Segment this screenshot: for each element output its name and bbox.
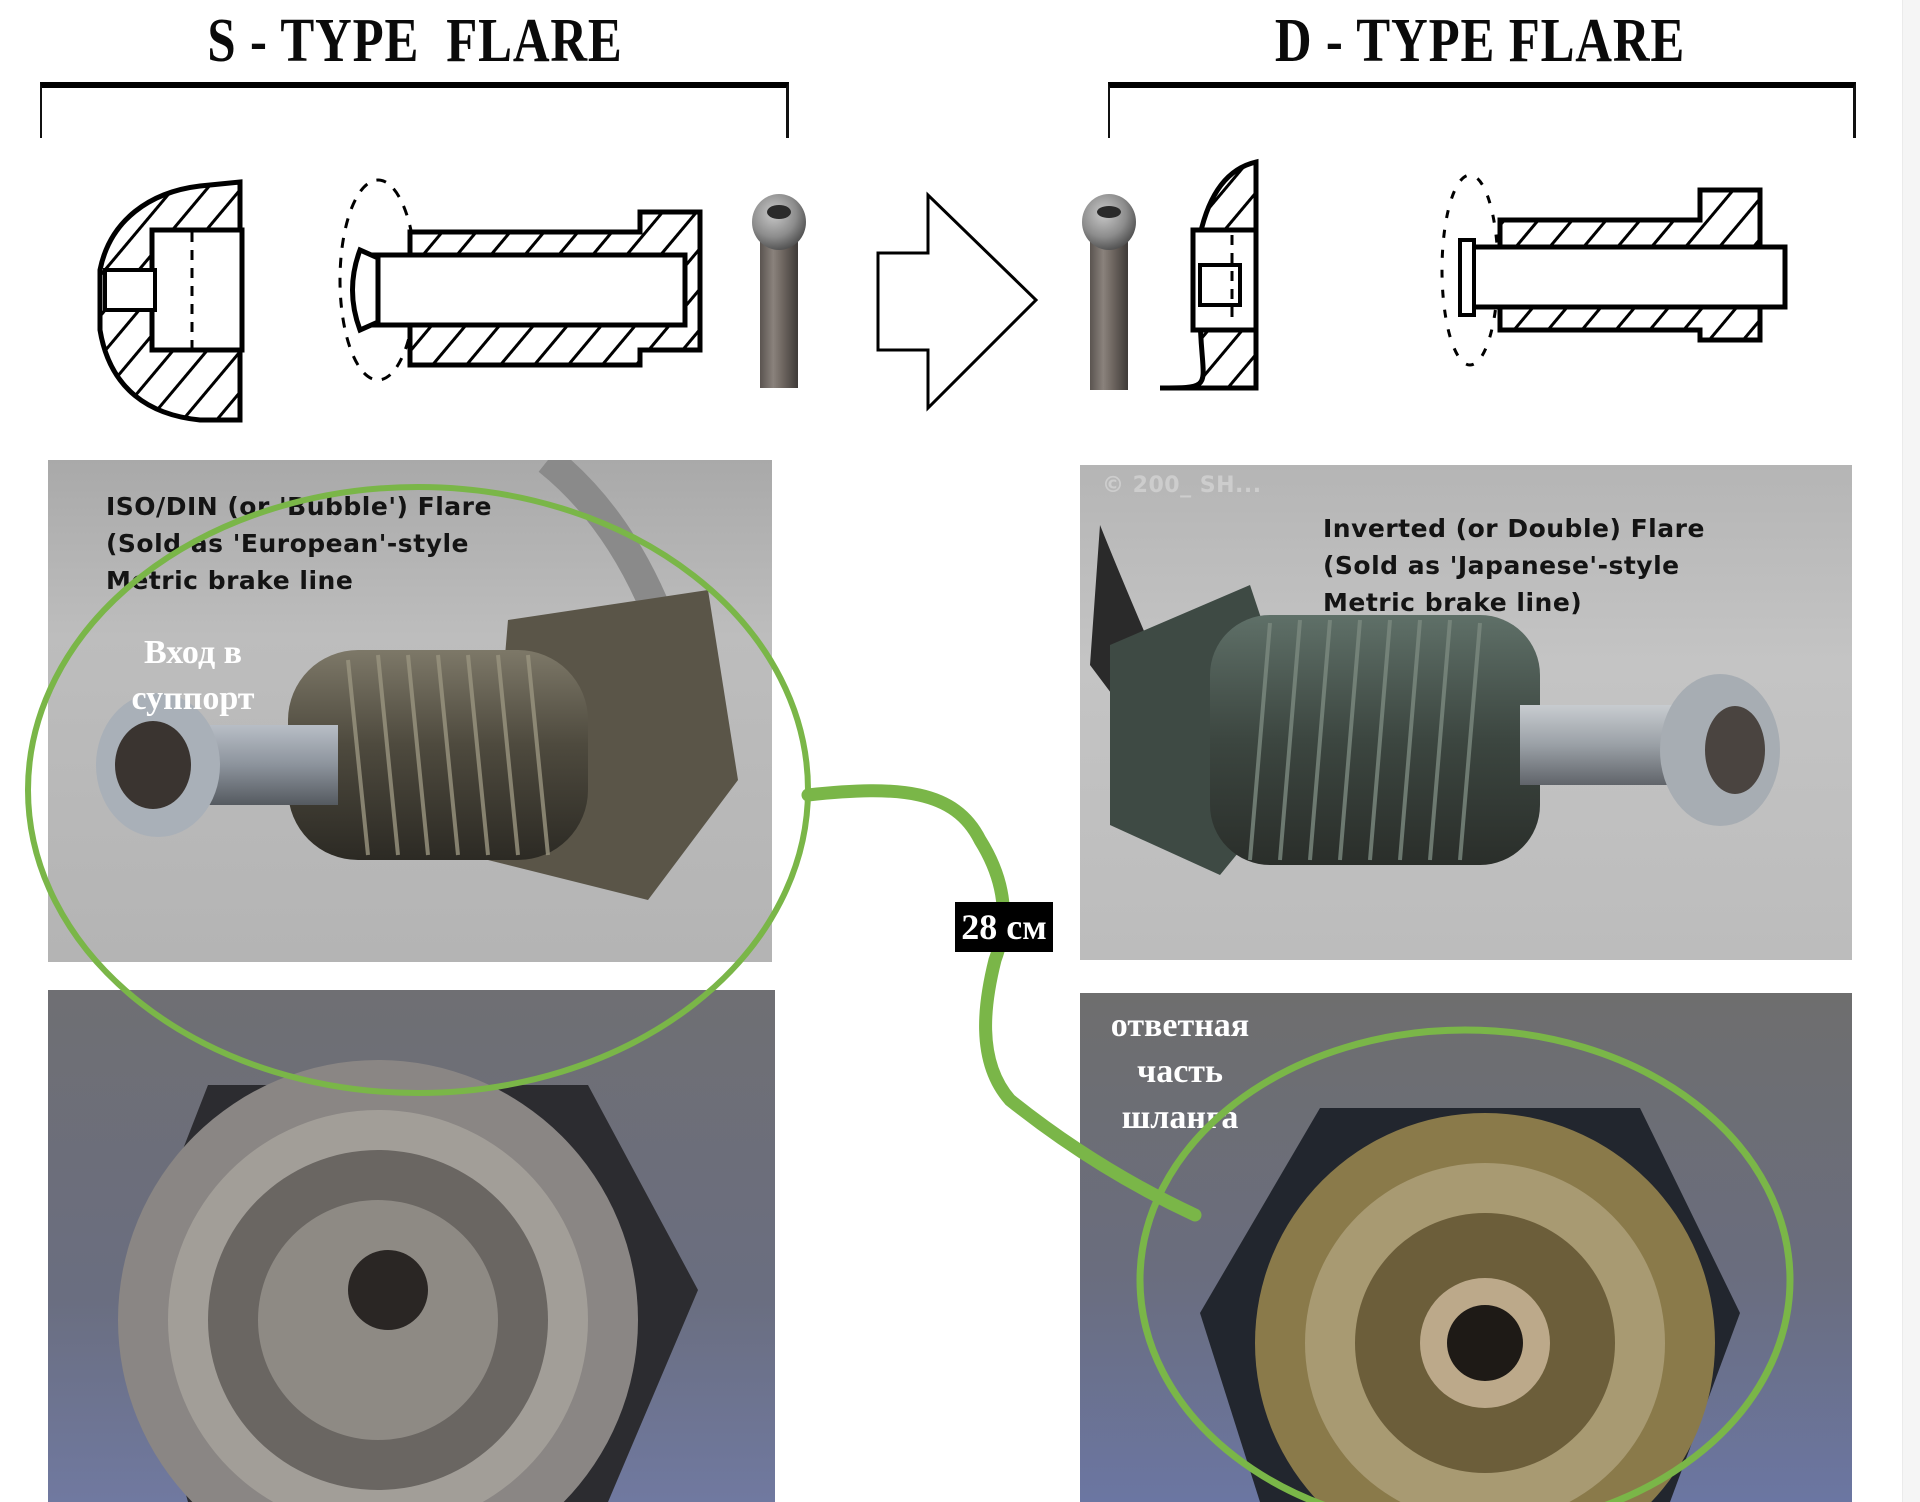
caption-line: (Sold as 'Japanese'-style: [1323, 551, 1680, 580]
flare-diagram: [97, 158, 1788, 423]
bubble-flare-caption: ISO/DIN (or 'Bubble') Flare (Sold as 'Eu…: [106, 488, 492, 599]
inverted-flare-photo: © 200_ SH... Inverted (or Double) Flare …: [1080, 465, 1852, 960]
annotation-line: часть: [1137, 1053, 1223, 1090]
female-port-inverted-photo: ответная часть шланга: [1080, 993, 1852, 1502]
caliper-inlet-annotation: Вход в суппорт: [103, 630, 283, 722]
d-type-tube-photo: [1082, 194, 1136, 390]
caption-line: Metric brake line: [106, 566, 354, 595]
inverted-flare-caption: Inverted (or Double) Flare (Sold as 'Jap…: [1323, 510, 1705, 621]
caption-line: Inverted (or Double) Flare: [1323, 514, 1705, 543]
scrollbar-track[interactable]: [1902, 0, 1920, 1502]
s-type-female-port-section: [97, 179, 245, 423]
d-type-title: D - TYPE FLARE: [1274, 7, 1686, 75]
annotation-line: Вход в: [143, 634, 242, 671]
distance-label: 28 см: [955, 902, 1053, 952]
right-arrow-icon: [876, 191, 1039, 412]
d-type-female-port-section: [1159, 158, 1259, 391]
bubble-flare-photo: ISO/DIN (or 'Bubble') Flare (Sold as 'Eu…: [48, 460, 772, 962]
caption-line: ISO/DIN (or 'Bubble') Flare: [106, 492, 492, 521]
female-port-bubble-photo: [48, 990, 775, 1502]
annotation-line: суппорт: [131, 680, 255, 717]
annotation-line: ответная: [1110, 1007, 1250, 1044]
s-type-tube-photo: [752, 194, 806, 388]
hose-mating-part-annotation: ответная часть шланга: [1095, 1003, 1265, 1141]
s-type-title: S - TYPE FLARE: [207, 7, 623, 75]
caption-line: (Sold as 'European'-style: [106, 529, 469, 558]
s-type-tube-nut-section: [350, 209, 703, 368]
caption-line: Metric brake line): [1323, 588, 1583, 617]
d-type-bracket: [1108, 82, 1856, 138]
d-type-tube-nut-section: [1458, 187, 1788, 343]
watermark: © 200_ SH...: [1102, 473, 1262, 498]
annotation-line: шланга: [1121, 1099, 1239, 1136]
s-type-bracket: [40, 82, 789, 138]
